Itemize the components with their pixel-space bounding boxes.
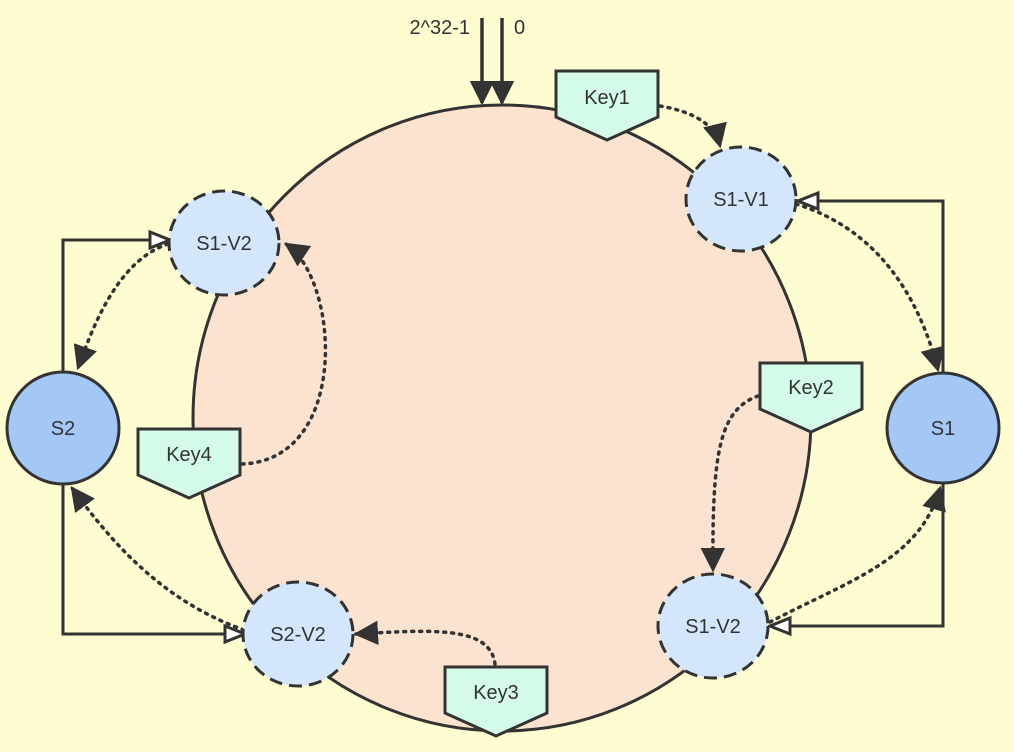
node-s2-v2-label: S2-V2 <box>270 624 326 646</box>
server-s2-label: S2 <box>51 418 75 440</box>
s2-v2-to-s2-arrow <box>70 486 246 632</box>
node-s1-v1-label: S1-V1 <box>713 189 769 211</box>
server-s1[interactable] <box>885 371 1001 485</box>
key3-label: Key3 <box>473 682 519 704</box>
node-s2-v2[interactable] <box>241 580 355 688</box>
node-s1-v2-left-label: S1-V2 <box>196 233 252 255</box>
server-s1-label: S1 <box>931 418 955 440</box>
key3-to-s2-v2-arrow <box>353 620 497 666</box>
key2-to-s1-v2-arrow <box>700 394 760 573</box>
key3-shape[interactable] <box>443 665 549 738</box>
key4-shape[interactable] <box>136 427 242 500</box>
node-s1-v2-left[interactable] <box>167 189 281 297</box>
node-s1-v1[interactable] <box>684 145 798 253</box>
server-s2[interactable] <box>5 370 121 486</box>
zero-label: 0 <box>514 17 525 39</box>
s1-to-s1-v2-line <box>770 484 945 626</box>
s2-to-s1-v2-line <box>61 240 170 371</box>
key1-label: Key1 <box>584 87 630 109</box>
node-s1-v2-right-label: S1-V2 <box>685 616 741 638</box>
key4-to-s1-v2-arrow <box>240 242 328 466</box>
node-s1-v2-right[interactable] <box>656 572 770 680</box>
s1-v1-to-s1-arrow <box>794 202 945 373</box>
s1-v2-to-s2-arrow <box>73 242 170 371</box>
s1-v2-to-s1-arrow <box>768 485 946 624</box>
s2-to-s2-v2-line <box>61 485 245 634</box>
key1-to-s1-v1-arrow <box>658 104 727 149</box>
max-label: 2^32-1 <box>409 17 470 39</box>
key1-shape[interactable] <box>554 69 660 142</box>
key2-shape[interactable] <box>758 361 864 434</box>
key4-label: Key4 <box>166 444 212 466</box>
s1-to-s1-v1-line <box>798 201 945 372</box>
key2-label: Key2 <box>788 377 834 399</box>
